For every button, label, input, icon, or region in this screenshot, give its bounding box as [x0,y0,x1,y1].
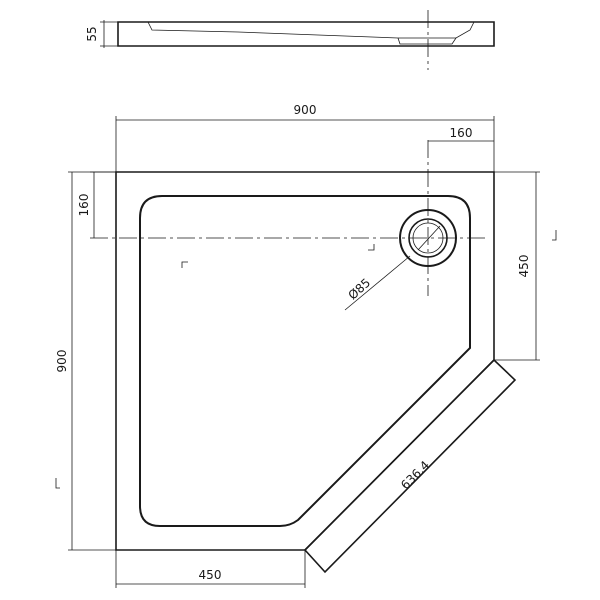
side-view: 55 [85,10,495,70]
waste-diameter-line [417,225,441,251]
waste-diameter-leader [344,255,411,311]
corner-mark-lower-left [55,478,60,489]
angled-front-panel [303,358,517,574]
side-return-dim-label: 450 [517,255,531,278]
plan-view: Ø85 900 160 160 900 450 450 6 [55,103,557,588]
corner-mark-left [181,261,188,268]
height-dim-label: 55 [85,26,99,41]
side-view-outline [117,21,495,47]
angled-front-dim-label: 636.4 [398,458,432,492]
side-view-waste-recess [397,37,457,45]
waste-y-dim-label: 160 [77,194,91,217]
front-return-dim-label: 450 [199,568,222,582]
depth-dim-label: 900 [55,350,69,373]
corner-mark-right [552,230,557,241]
tray-inner-basin [139,195,471,527]
width-dim-label: 900 [294,103,317,117]
side-view-inner-basin [147,21,475,39]
waste-x-dim-label: 160 [450,126,473,140]
corner-mark-mid [368,244,375,251]
